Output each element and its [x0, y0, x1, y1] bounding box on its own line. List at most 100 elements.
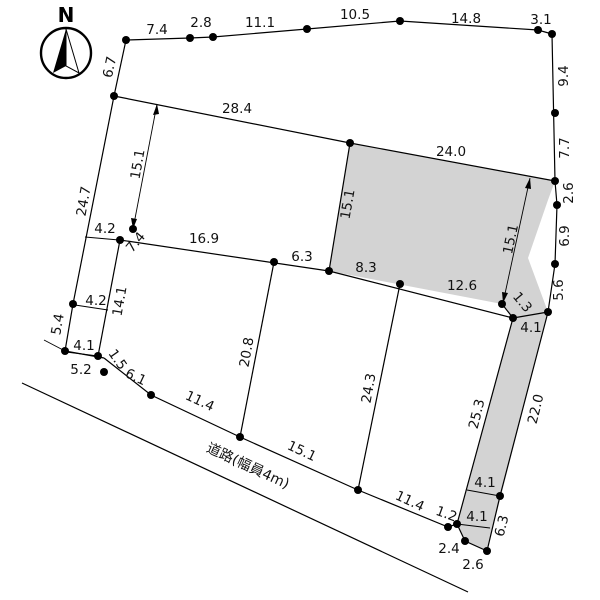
dim-label: 5.2	[70, 362, 91, 378]
dim-label: 2.4	[438, 541, 459, 557]
road-edge-line	[21, 382, 469, 593]
lot-line-15-1-shaded	[328, 142, 351, 272]
point	[69, 300, 77, 308]
point	[551, 260, 559, 268]
dim-line-4-2-upper	[84, 236, 120, 241]
dim-label: 15.1	[338, 188, 359, 220]
dim-label: 24.3	[359, 372, 380, 404]
point	[551, 109, 559, 117]
lot-line-14-1	[97, 239, 121, 357]
dim-label: 5.4	[48, 312, 67, 336]
dim-line-4-1-b	[456, 523, 491, 529]
dim-label: 10.5	[340, 7, 370, 23]
dim-line-4-2-lower	[74, 304, 109, 311]
point	[325, 267, 333, 275]
point	[396, 280, 404, 288]
dim-label: 7.4	[146, 22, 167, 38]
dim-line-4-1-a	[466, 489, 501, 497]
point	[270, 258, 278, 266]
point	[483, 547, 491, 555]
arrowhead	[525, 178, 531, 189]
point	[94, 352, 102, 360]
point	[544, 308, 552, 316]
point	[116, 236, 124, 244]
dim-label: 1.2	[434, 503, 460, 525]
point	[147, 391, 155, 399]
dim-label: 14.1	[110, 285, 131, 317]
point	[548, 30, 556, 38]
point	[100, 368, 108, 376]
dim-label: 6.7	[100, 55, 120, 79]
point	[236, 433, 244, 441]
arrowhead	[502, 292, 508, 303]
dim-label: 4.2	[85, 293, 106, 309]
point	[186, 34, 194, 42]
dim-label: 4.1	[73, 338, 94, 354]
point	[461, 537, 469, 545]
arrowhead	[153, 104, 159, 115]
dim-label: 3.1	[530, 12, 551, 28]
north-letter: N	[58, 3, 75, 27]
lot-line-right-4-1	[512, 311, 549, 319]
lot-line-20-8	[239, 261, 275, 438]
dim-line-4-1-left	[65, 351, 99, 357]
dim-label: 22.0	[525, 393, 548, 426]
dim-label: 2.8	[190, 15, 211, 31]
lot-line-24-0	[349, 142, 556, 182]
lot-line-8-3	[328, 270, 514, 319]
dim-label: 2.6	[561, 182, 577, 203]
survey-points	[61, 17, 561, 555]
point	[534, 26, 542, 34]
dim-label: 6.9	[557, 225, 573, 246]
dim-label: 5.6	[551, 279, 567, 300]
shaded-parcel-strip	[457, 312, 548, 551]
dim-label: 4.1	[466, 509, 487, 525]
point	[453, 520, 461, 528]
dim-label: 20.8	[237, 336, 258, 368]
lot-line-16-9	[119, 239, 330, 272]
point	[209, 33, 217, 41]
dim-label: 28.4	[222, 101, 252, 117]
lot-line-24-3	[357, 283, 401, 491]
boundary-top	[125, 20, 556, 182]
dim-label: 12.6	[447, 278, 477, 294]
dimension-labels: 7.4 2.8 11.1 10.5 14.8 3.1 9.4 7.7 2.6 6…	[48, 7, 577, 573]
dim-label: 6.3	[492, 514, 513, 539]
dim-label: 25.3	[466, 398, 489, 431]
dim-label: 4.1	[520, 320, 541, 336]
dim-label: 15.1	[128, 148, 149, 180]
dim-label: 4.2	[94, 221, 115, 237]
lot-line-25-3	[456, 317, 514, 525]
point	[303, 25, 311, 33]
dim-label: 15.1	[500, 223, 522, 256]
dim-label: 2.6	[462, 557, 483, 573]
road-label: 道路(幅員4m)	[204, 440, 292, 492]
dim-label: 1.5	[105, 346, 130, 373]
point	[129, 225, 137, 233]
dim-label: 16.9	[189, 231, 219, 247]
point	[122, 36, 130, 44]
dim-label: 4.1	[474, 475, 495, 491]
dim-label: 7.4	[123, 229, 149, 256]
point	[110, 92, 118, 100]
dim-label: 7.7	[557, 137, 573, 158]
dim-label: 24.0	[436, 144, 466, 160]
point	[346, 139, 354, 147]
shaded-parcel-upper	[329, 143, 555, 318]
dim-label: 9.4	[556, 65, 572, 86]
dim-label: 11.4	[183, 388, 217, 415]
point	[553, 201, 561, 209]
dim-label: 6.1	[123, 366, 149, 390]
boundary-right	[486, 180, 558, 552]
dim-label: 14.8	[451, 11, 481, 27]
point	[396, 17, 404, 25]
dim-arrow-15-1-right	[502, 177, 531, 304]
point	[354, 486, 362, 494]
dim-label: 24.7	[74, 185, 95, 217]
dim-label: 15.1	[285, 438, 319, 465]
dim-label: 8.3	[355, 260, 376, 276]
lot-line-28-4	[113, 95, 351, 144]
point	[444, 523, 452, 531]
dim-label: 11.1	[245, 15, 275, 31]
